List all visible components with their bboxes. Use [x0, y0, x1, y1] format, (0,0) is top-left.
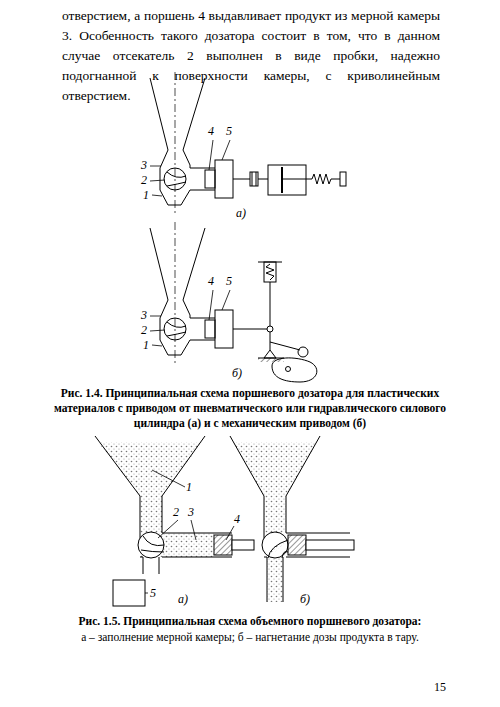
doser-mechanical: [150, 222, 317, 382]
callout-number: 2: [141, 323, 147, 337]
figure-caption: Рис. 1.5. Принципиальная схема объемного…: [45, 614, 455, 629]
callout-number: 3: [141, 308, 147, 322]
callout-number: 5: [226, 274, 232, 288]
callout-number: 2: [141, 173, 147, 187]
callout-number: 1: [186, 480, 192, 494]
callout-number: 5: [226, 124, 232, 138]
figure-label: а): [178, 592, 188, 606]
page-number: 15: [434, 680, 446, 694]
figure-label: б): [232, 366, 242, 380]
callout-number: 4: [208, 124, 214, 138]
figure-label: б): [300, 592, 310, 606]
doser-pneumatic: [150, 72, 346, 214]
figure-caption: Рис. 1.4. Принципиальная схема поршневог…: [45, 386, 455, 431]
volumetric-doser-discharge: [230, 436, 354, 602]
body-text: отверстием, а поршень 4 выдавливает прод…: [62, 6, 440, 106]
callout-number: 1: [143, 188, 149, 202]
callout-number: 4: [234, 512, 240, 526]
callout-number: 3: [188, 505, 194, 519]
callout-number: 4: [208, 274, 214, 288]
callout-number: 3: [141, 158, 147, 172]
callout-number: 1: [143, 338, 149, 352]
figure-subcaption: а – заполнение мерной камеры; б – нагнет…: [45, 630, 455, 645]
callout-number: 2: [173, 505, 179, 519]
volumetric-doser-filling: [95, 436, 254, 606]
figure-label: а): [236, 206, 246, 220]
callout-number: 5: [150, 586, 156, 600]
